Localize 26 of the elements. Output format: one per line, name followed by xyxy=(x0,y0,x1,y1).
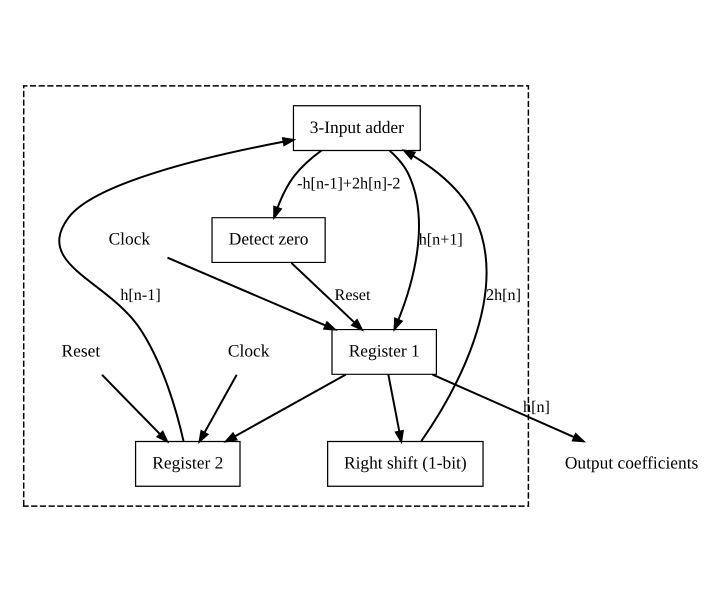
node-text: Clock xyxy=(108,228,150,249)
edge-label: h[n+1] xyxy=(418,231,463,248)
arrow xyxy=(58,137,296,442)
arrow xyxy=(402,149,488,442)
arrow xyxy=(223,374,346,443)
edge-label: h[n] xyxy=(523,399,550,416)
node-text: Output coefficients xyxy=(564,452,698,472)
node-box: 3-Input adder xyxy=(292,105,421,152)
arrow xyxy=(389,150,420,332)
edge-label: 2h[n] xyxy=(486,287,522,304)
node-box: Register 1 xyxy=(331,328,438,375)
arrow xyxy=(198,374,238,444)
arrow xyxy=(290,262,364,332)
arrow xyxy=(387,374,404,444)
arrow xyxy=(432,374,586,442)
arrow xyxy=(167,256,338,331)
node-box: Right shift (1-bit) xyxy=(327,440,484,487)
node-text: Clock xyxy=(228,340,270,361)
node-box: Detect zero xyxy=(211,217,326,264)
edge-label: Reset xyxy=(334,287,370,304)
node-text: Reset xyxy=(62,340,100,361)
edge-label: -h[n-1]+2h[n]-2 xyxy=(297,175,400,192)
arrow xyxy=(273,150,322,220)
node-box: Register 2 xyxy=(134,440,241,487)
edge-label: h[n-1] xyxy=(120,287,161,304)
arrow xyxy=(101,374,170,444)
